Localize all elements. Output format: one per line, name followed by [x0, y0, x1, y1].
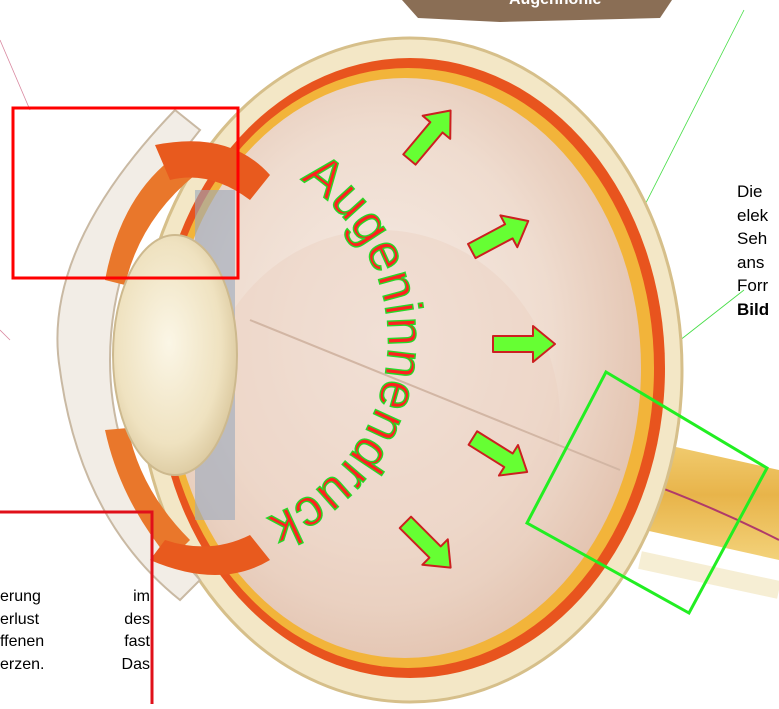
right-line-2: elek [737, 204, 779, 228]
bl-word: erung [0, 586, 41, 609]
right-line-1: Die [737, 180, 779, 204]
bl-row-1: erung im [0, 586, 150, 609]
right-line-3: Seh [737, 227, 779, 251]
bl-word: im [133, 586, 150, 609]
bl-word: erlust [0, 609, 39, 632]
bl-row-3: ffenen fast [0, 631, 150, 654]
guide-line-left [0, 40, 30, 110]
right-line-5: Forr [737, 274, 779, 298]
bl-word: Das [122, 654, 150, 677]
orbit-tab-label: Augenhöhle [509, 0, 601, 9]
bl-word: des [124, 609, 150, 632]
right-description: Die elek Seh ans Forr Bild [737, 180, 779, 321]
bl-row-4: erzen. Das [0, 654, 150, 677]
bottom-left-description: erung im erlust des ffenen fast erzen. D… [0, 586, 150, 676]
lens [113, 235, 237, 475]
bl-row-2: erlust des [0, 609, 150, 632]
bl-word: erzen. [0, 654, 44, 677]
bl-word: ffenen [0, 631, 44, 654]
right-line-bold: Bild [737, 298, 779, 322]
bl-word: fast [124, 631, 150, 654]
guide-line-left-lower [0, 330, 10, 340]
right-line-4: ans [737, 251, 779, 275]
